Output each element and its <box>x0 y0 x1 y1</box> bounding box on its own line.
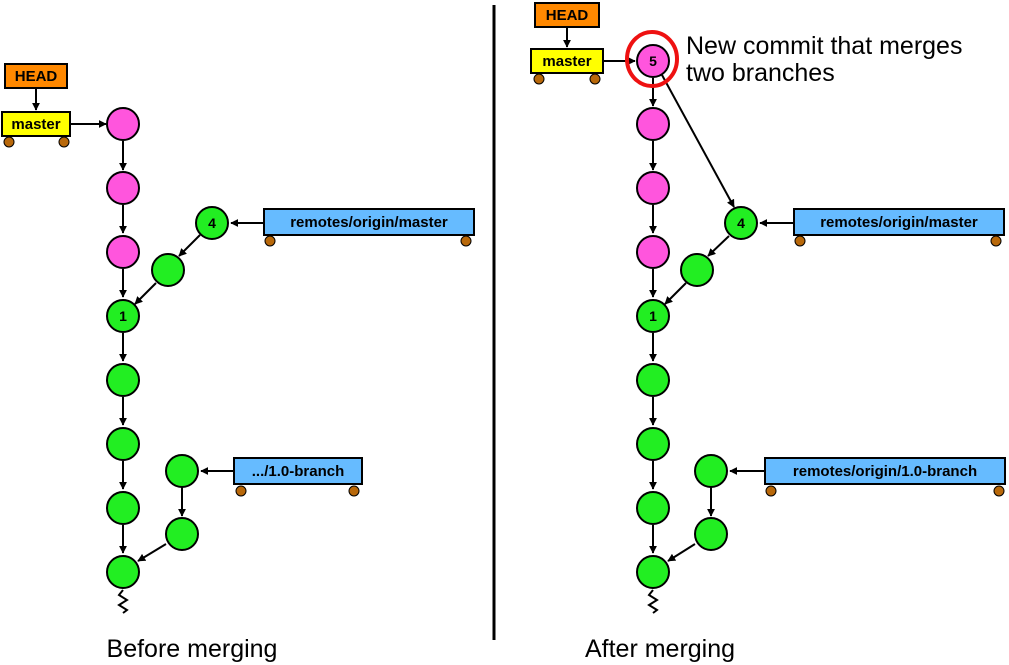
tag-wheel <box>993 485 1005 497</box>
commit-node <box>636 427 670 461</box>
tag-wheel <box>235 485 247 497</box>
tag-wheel <box>460 235 472 247</box>
merge-note-line1: New commit that merges <box>686 32 962 60</box>
commit-node-1 <box>636 299 670 333</box>
master-branch-tag: master <box>530 48 604 85</box>
commit-node <box>636 491 670 525</box>
commit-node <box>165 517 199 551</box>
commit-node <box>694 517 728 551</box>
commit-node <box>106 363 140 397</box>
commit-1-label: 1 <box>119 308 127 324</box>
merge-note-line2: two branches <box>686 59 835 87</box>
head-tag: HEAD <box>4 63 68 89</box>
history-continues-squiggle <box>647 589 659 614</box>
commit-node <box>694 454 728 488</box>
history-continues-squiggle <box>117 589 129 614</box>
commit-4-label: 4 <box>737 215 745 231</box>
remote-master-label: remotes/origin/master <box>820 214 978 231</box>
tag-wheel <box>765 485 777 497</box>
remote-master-tag: remotes/origin/master <box>793 208 1005 247</box>
after-panel: HEAD master 5 <box>530 2 1006 663</box>
merge-commit-node-5 <box>636 44 670 78</box>
commit-node <box>106 171 140 205</box>
before-panel: HEAD master 1 <box>1 63 475 663</box>
commit-node <box>151 253 185 287</box>
commit-node <box>636 107 670 141</box>
remote-branch-label: remotes/origin/1.0-branch <box>793 463 977 480</box>
tag-wheel <box>990 235 1002 247</box>
remote-master-tag: remotes/origin/master <box>263 208 475 247</box>
remote-branch-tag: .../1.0-branch <box>233 457 363 497</box>
commit-node <box>636 235 670 269</box>
master-label: master <box>542 53 591 70</box>
commit-node <box>106 491 140 525</box>
remote-branch-tag: remotes/origin/1.0-branch <box>764 457 1006 497</box>
head-tag: HEAD <box>534 2 600 28</box>
commit-node-4 <box>724 206 758 240</box>
master-label: master <box>11 116 60 133</box>
commit-4-label: 4 <box>208 215 216 231</box>
tag-wheel <box>794 235 806 247</box>
commit-node <box>636 555 670 589</box>
tag-wheel <box>348 485 360 497</box>
commit-5-label: 5 <box>649 53 657 69</box>
commit-node <box>636 363 670 397</box>
commit-node-4 <box>195 206 229 240</box>
commit-node <box>106 107 140 141</box>
head-label: HEAD <box>15 68 58 85</box>
commit-node <box>106 427 140 461</box>
commit-node <box>106 555 140 589</box>
before-caption: Before merging <box>107 635 278 663</box>
commit-node <box>106 235 140 269</box>
tag-wheel <box>264 235 276 247</box>
after-caption: After merging <box>585 635 735 663</box>
tag-wheel <box>589 73 601 85</box>
highlight-ring <box>625 30 679 88</box>
commit-node <box>636 171 670 205</box>
remote-master-label: remotes/origin/master <box>290 214 448 231</box>
head-label: HEAD <box>546 7 589 24</box>
tag-wheel <box>533 73 545 85</box>
remote-branch-label: .../1.0-branch <box>252 463 345 480</box>
tag-wheel <box>58 136 70 148</box>
commit-1-label: 1 <box>649 308 657 324</box>
master-branch-tag: master <box>1 111 71 148</box>
tag-wheel <box>3 136 15 148</box>
commit-node <box>165 454 199 488</box>
commit-node-1 <box>106 299 140 333</box>
commit-node <box>680 253 714 287</box>
